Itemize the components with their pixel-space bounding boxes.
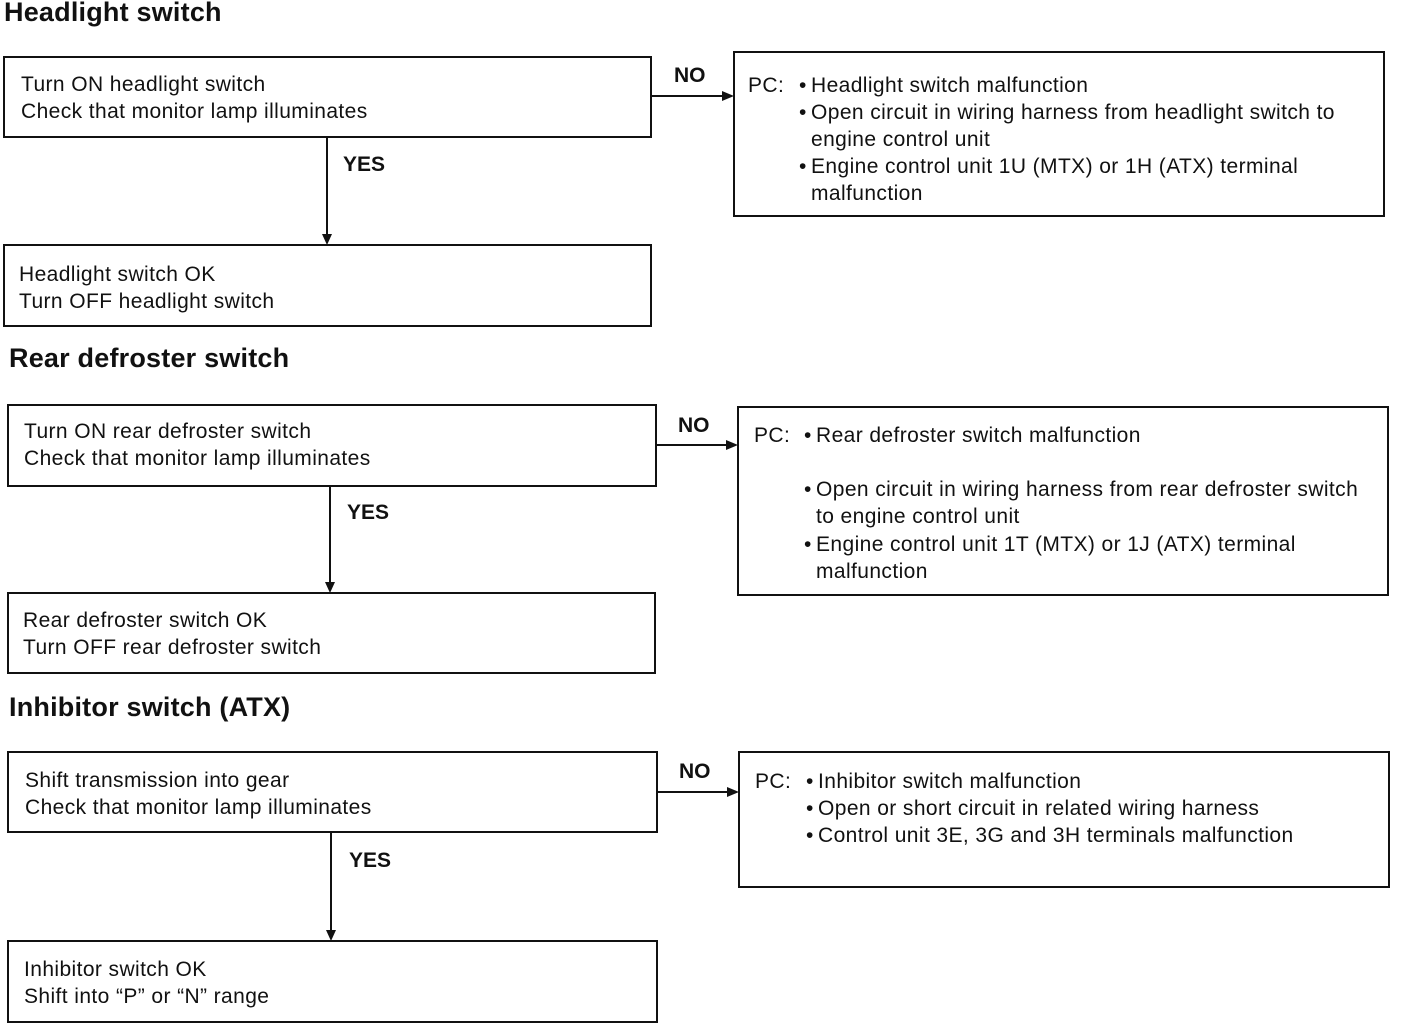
- ok-line-2: Turn OFF rear defroster switch: [23, 636, 322, 659]
- ok-line-2: Turn OFF headlight switch: [19, 290, 275, 313]
- bullet-icon: •: [804, 478, 812, 501]
- yes-arrowhead-inhibitor: [326, 930, 336, 941]
- bullet-icon: •: [804, 424, 812, 447]
- check-line-2: Check that monitor lamp illuminates: [21, 100, 368, 123]
- no-arrowhead-rear-defroster: [726, 440, 738, 450]
- no-label-inhibitor: NO: [679, 760, 711, 783]
- check-line-2: Check that monitor lamp illuminates: [24, 447, 371, 470]
- pc-item: • Inhibitor switch malfunction: [806, 770, 1082, 793]
- ok-step-text: Rear defroster switch OK Turn OFF rear d…: [23, 607, 321, 661]
- check-step-text: Shift transmission into gear Check that …: [25, 767, 372, 821]
- check-step-text: Turn ON rear defroster switch Check that…: [24, 418, 371, 472]
- check-box-rear-defroster: Turn ON rear defroster switch Check that…: [7, 404, 657, 487]
- ok-box-headlight: Headlight switch OK Turn OFF headlight s…: [3, 244, 652, 327]
- yes-label-headlight: YES: [343, 153, 386, 176]
- check-line-2: Check that monitor lamp illuminates: [25, 796, 372, 819]
- pc-item: • Engine control unit 1U (MTX) or 1H (AT…: [799, 155, 1299, 205]
- pc-prefix: PC:: [754, 424, 791, 447]
- check-step-text: Turn ON headlight switch Check that moni…: [21, 71, 368, 125]
- check-line-1: Turn ON rear defroster switch: [24, 420, 312, 443]
- pc-box-headlight: PC: • Headlight switch malfunction • Ope…: [733, 51, 1385, 217]
- no-label-headlight: NO: [674, 64, 706, 87]
- pc-box-rear-defroster: PC: • Rear defroster switch malfunction …: [737, 406, 1389, 596]
- bullet-icon: •: [806, 797, 814, 820]
- pc-prefix: PC:: [748, 74, 785, 97]
- pc-item: • Open or short circuit in related wirin…: [806, 797, 1260, 820]
- pc-item: • Control unit 3E, 3G and 3H terminals m…: [806, 824, 1294, 847]
- ok-step-text: Headlight switch OK Turn OFF headlight s…: [19, 261, 274, 315]
- yes-arrowhead-rear-defroster: [325, 582, 335, 593]
- check-line-1: Shift transmission into gear: [25, 769, 290, 792]
- pc-item: • Open circuit in wiring harness from re…: [804, 478, 1359, 528]
- section-title-rear-defroster: Rear defroster switch: [9, 343, 290, 373]
- pc-prefix: PC:: [755, 770, 792, 793]
- check-box-inhibitor: Shift transmission into gear Check that …: [7, 751, 658, 833]
- pc-item: • Rear defroster switch malfunction: [804, 424, 1141, 447]
- pc-item: • Engine control unit 1T (MTX) or 1J (AT…: [804, 533, 1296, 583]
- ok-box-rear-defroster: Rear defroster switch OK Turn OFF rear d…: [7, 592, 656, 674]
- ok-line-1: Inhibitor switch OK: [24, 958, 207, 981]
- no-arrowhead-inhibitor: [727, 787, 739, 797]
- check-line-1: Turn ON headlight switch: [21, 73, 266, 96]
- yes-arrowhead-headlight: [322, 234, 332, 245]
- bullet-icon: •: [806, 824, 814, 847]
- ok-line-2: Shift into “P” or “N” range: [24, 985, 270, 1008]
- yes-label-inhibitor: YES: [349, 849, 392, 872]
- bullet-icon: •: [799, 155, 807, 178]
- ok-line-1: Headlight switch OK: [19, 263, 216, 286]
- section-title-inhibitor: Inhibitor switch (ATX): [9, 692, 291, 722]
- bullet-icon: •: [799, 101, 807, 124]
- pc-item: • Headlight switch malfunction: [799, 74, 1089, 97]
- bullet-icon: •: [799, 74, 807, 97]
- bullet-icon: •: [806, 770, 814, 793]
- no-label-rear-defroster: NO: [678, 414, 710, 437]
- ok-step-text: Inhibitor switch OK Shift into “P” or “N…: [24, 956, 269, 1010]
- ok-box-inhibitor: Inhibitor switch OK Shift into “P” or “N…: [7, 940, 658, 1023]
- pc-box-inhibitor: PC: • Inhibitor switch malfunction • Ope…: [738, 751, 1390, 888]
- pc-item: • Open circuit in wiring harness from he…: [799, 101, 1335, 151]
- bullet-icon: •: [804, 533, 812, 556]
- no-arrowhead-headlight: [722, 91, 734, 101]
- ok-line-1: Rear defroster switch OK: [23, 609, 268, 632]
- section-title-headlight: Headlight switch: [4, 0, 222, 27]
- check-box-headlight: Turn ON headlight switch Check that moni…: [3, 56, 652, 138]
- yes-label-rear-defroster: YES: [347, 501, 390, 524]
